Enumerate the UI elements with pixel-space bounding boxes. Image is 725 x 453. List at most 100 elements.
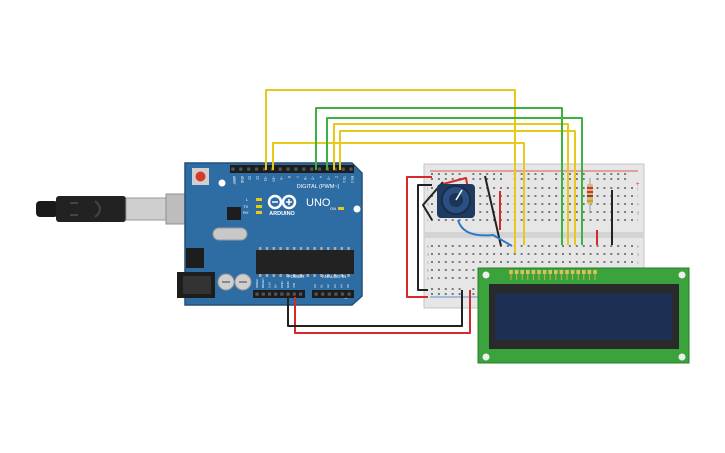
breadboard-hole[interactable]: [527, 187, 530, 189]
breadboard-hole[interactable]: [548, 219, 551, 221]
breadboard-hole[interactable]: [555, 261, 558, 263]
breadboard-hole[interactable]: [437, 253, 440, 255]
breadboard-hole[interactable]: [458, 245, 461, 247]
breadboard-hole[interactable]: [562, 219, 565, 221]
lcd-pin[interactable]: [526, 270, 530, 274]
breadboard-hole[interactable]: [575, 253, 578, 255]
breadboard-hole[interactable]: [451, 245, 454, 247]
breadboard-hole[interactable]: [451, 277, 454, 279]
lcd-pin[interactable]: [514, 270, 519, 274]
rail-hole[interactable]: [562, 178, 565, 180]
rail-hole[interactable]: [431, 288, 433, 290]
breadboard-hole[interactable]: [520, 195, 523, 197]
rail-hole[interactable]: [458, 293, 461, 295]
breadboard-hole[interactable]: [562, 187, 565, 189]
rail-hole[interactable]: [486, 173, 489, 175]
power-pin-hole[interactable]: [267, 292, 272, 296]
breadboard-hole[interactable]: [437, 269, 440, 271]
breadboard-hole[interactable]: [534, 219, 537, 221]
wire-red-5v[interactable]: [294, 290, 471, 334]
reset-button[interactable]: [195, 171, 206, 182]
rail-hole[interactable]: [527, 173, 530, 175]
power-pin-hole[interactable]: [274, 292, 278, 296]
rail-hole[interactable]: [596, 178, 599, 180]
breadboard-hole[interactable]: [582, 261, 585, 263]
breadboard-hole[interactable]: [582, 195, 585, 197]
breadboard-hole[interactable]: [617, 261, 620, 263]
breadboard-hole[interactable]: [582, 253, 585, 255]
breadboard-hole[interactable]: [562, 211, 565, 213]
breadboard-hole[interactable]: [493, 261, 496, 263]
breadboard-hole[interactable]: [631, 219, 633, 221]
breadboard-hole[interactable]: [444, 277, 447, 279]
rail-hole[interactable]: [624, 173, 627, 175]
breadboard-hole[interactable]: [486, 211, 489, 213]
header-pin-hole[interactable]: [231, 167, 235, 171]
rail-hole[interactable]: [568, 178, 571, 180]
breadboard-hole[interactable]: [486, 261, 489, 263]
rail-hole[interactable]: [493, 178, 496, 180]
breadboard-hole[interactable]: [534, 253, 537, 255]
rail-hole[interactable]: [472, 288, 475, 290]
breadboard-hole[interactable]: [499, 261, 502, 263]
breadboard-hole[interactable]: [527, 219, 530, 221]
breadboard-hole[interactable]: [631, 253, 633, 255]
rail-hole[interactable]: [520, 178, 523, 180]
breadboard-hole[interactable]: [451, 269, 454, 271]
breadboard-hole[interactable]: [527, 261, 530, 263]
breadboard-hole[interactable]: [603, 195, 606, 197]
power-pin-hole[interactable]: [280, 292, 284, 296]
breadboard-hole[interactable]: [431, 269, 433, 271]
rail-hole[interactable]: [444, 288, 447, 290]
rail-hole[interactable]: [610, 173, 613, 175]
breadboard-hole[interactable]: [617, 195, 620, 197]
breadboard-hole[interactable]: [534, 203, 537, 205]
wire-green-d2[interactable]: [326, 117, 583, 245]
breadboard-hole[interactable]: [617, 219, 620, 221]
breadboard-hole[interactable]: [568, 245, 571, 247]
header-pin-hole[interactable]: [262, 167, 267, 171]
breadboard-hole[interactable]: [541, 211, 544, 213]
breadboard-hole[interactable]: [610, 245, 613, 247]
lcd-pin[interactable]: [548, 270, 552, 274]
wire-yellow-d4[interactable]: [339, 130, 576, 245]
lcd-16x2[interactable]: [477, 267, 690, 364]
rail-hole[interactable]: [472, 293, 475, 295]
usb-cable[interactable]: [36, 193, 211, 225]
breadboard-hole[interactable]: [506, 261, 509, 263]
breadboard-hole[interactable]: [527, 245, 530, 247]
breadboard-hole[interactable]: [513, 261, 516, 263]
breadboard-hole[interactable]: [603, 203, 606, 205]
breadboard-hole[interactable]: [562, 253, 565, 255]
rail-hole[interactable]: [520, 173, 523, 175]
breadboard-hole[interactable]: [575, 261, 578, 263]
header-pin-hole[interactable]: [286, 167, 290, 171]
breadboard-hole[interactable]: [610, 261, 613, 263]
breadboard-hole[interactable]: [431, 253, 433, 255]
breadboard-hole[interactable]: [499, 253, 502, 255]
wire-yellow-d12[interactable]: [265, 89, 516, 253]
breadboard-hole[interactable]: [575, 195, 578, 197]
breadboard-hole[interactable]: [479, 261, 482, 263]
rail-hole[interactable]: [603, 178, 606, 180]
lcd-pin[interactable]: [570, 270, 575, 274]
analog-pin-hole[interactable]: [340, 292, 345, 296]
rail-hole[interactable]: [437, 293, 440, 295]
rail-hole[interactable]: [610, 178, 613, 180]
lcd-pin[interactable]: [542, 270, 547, 274]
breadboard-hole[interactable]: [479, 187, 482, 189]
breadboard-hole[interactable]: [624, 245, 627, 247]
breadboard-hole[interactable]: [444, 253, 447, 255]
breadboard-hole[interactable]: [520, 203, 523, 205]
breadboard-hole[interactable]: [582, 203, 585, 205]
breadboard-hole[interactable]: [555, 211, 558, 213]
breadboard-hole[interactable]: [465, 219, 468, 221]
breadboard-hole[interactable]: [486, 219, 489, 221]
breadboard-hole[interactable]: [589, 211, 592, 213]
rail-hole[interactable]: [624, 178, 627, 180]
breadboard-hole[interactable]: [431, 261, 433, 263]
breadboard-hole[interactable]: [624, 203, 627, 205]
power-header[interactable]: [253, 290, 305, 298]
rail-hole[interactable]: [493, 173, 496, 175]
